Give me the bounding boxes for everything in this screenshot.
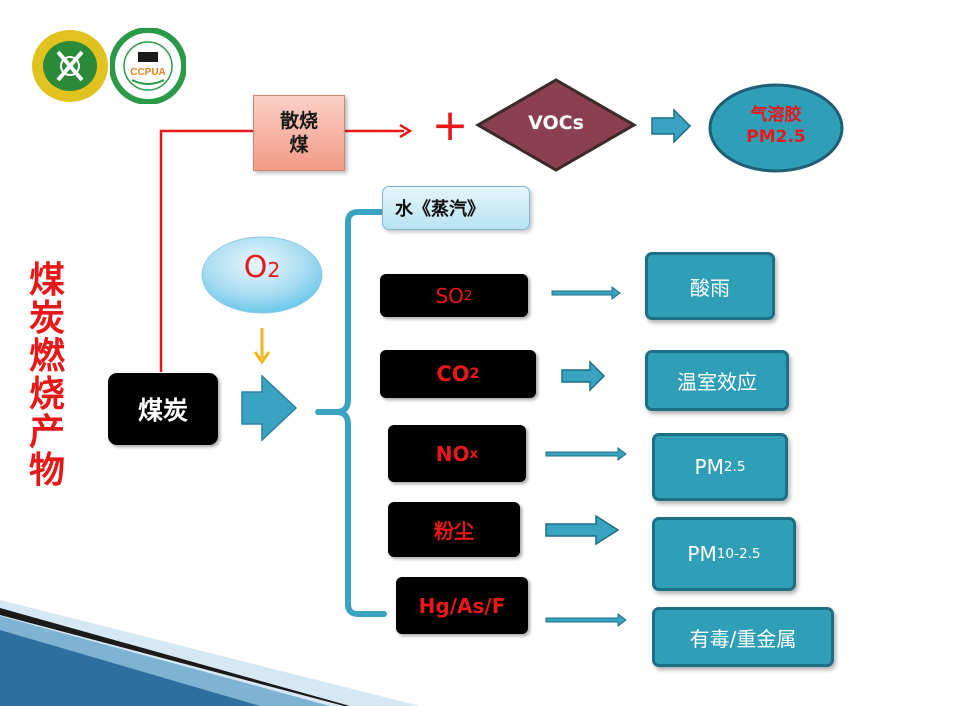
title-char: 烧 (28, 374, 65, 415)
title-char: 煤 (28, 260, 65, 301)
coal-block-arrow (241, 374, 298, 442)
ccpua-logo: CCPUA (110, 28, 186, 104)
hg-arrow (545, 613, 627, 627)
water-vapor-box: 水《蒸汽》 (382, 186, 530, 230)
aerosol-ellipse (708, 83, 844, 173)
vocs-arrow (651, 108, 692, 144)
scattered-coal-line2: 煤 (289, 134, 309, 156)
svg-text:CCPUA: CCPUA (130, 67, 166, 78)
scattered-coal-line1: 散烧 (279, 110, 318, 132)
red-connector (159, 129, 253, 372)
vocs-diamond (474, 78, 638, 172)
coal-label: 煤炭 (137, 396, 188, 425)
so2-arrow (551, 286, 621, 300)
aerosol-line1: 气溶胶 (750, 105, 802, 125)
coal-association-logo (32, 30, 108, 102)
toxic-metal-box: 有毒/重金属 (652, 607, 834, 667)
vocs-label: VOCs (528, 112, 584, 134)
oxygen-bubble (201, 236, 323, 314)
aerosol-label: 气溶胶 PM2.5 (710, 104, 842, 148)
hg-as-f-box: Hg/As/F (396, 577, 528, 634)
dust-box: 粉尘 (388, 502, 520, 557)
title-char: 燃 (28, 336, 65, 377)
nox-arrow (545, 447, 627, 461)
coal-box: 煤炭 (108, 373, 218, 445)
vertical-title: 煤 炭 燃 烧 产 物 (22, 262, 72, 490)
greenhouse-box: 温室效应 (645, 350, 789, 411)
plus-sign: + (431, 100, 469, 151)
title-char: 炭 (28, 298, 65, 339)
oxygen-label: O2 (243, 250, 281, 285)
scattered-coal-box: 散烧 煤 (253, 95, 345, 171)
aerosol-line2: PM2.5 (746, 127, 806, 147)
corner-swoosh (0, 600, 420, 706)
water-vapor-label: 水《蒸汽》 (395, 199, 485, 220)
title-char: 物 (28, 450, 65, 491)
co2-arrow (561, 360, 606, 392)
title-char: 产 (28, 412, 65, 453)
acid-rain-box: 酸雨 (645, 252, 775, 320)
dust-arrow (545, 514, 620, 546)
product-brace (315, 209, 387, 617)
